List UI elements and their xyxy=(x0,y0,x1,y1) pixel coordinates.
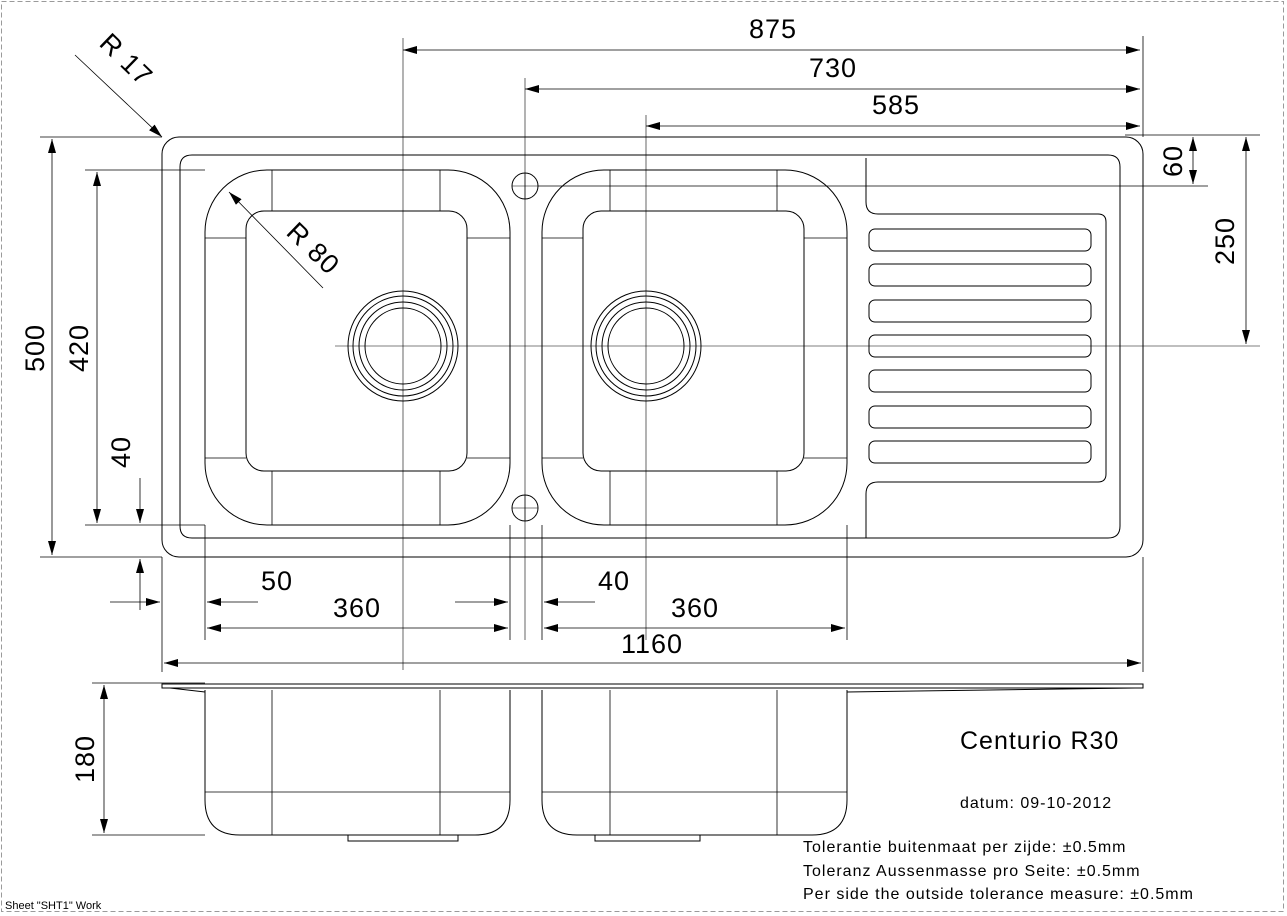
dim-360-right: 360 xyxy=(671,593,719,623)
dim-500: 500 xyxy=(20,324,50,372)
bowl-radius-label: R 80 xyxy=(281,217,346,281)
sink-side-view xyxy=(161,683,1144,842)
sink-outline xyxy=(161,136,1144,558)
dim-50: 50 xyxy=(261,566,293,596)
drainboard-edge xyxy=(865,158,1107,538)
sink-inner-rim xyxy=(179,154,1121,539)
tolerance-note-de: Toleranz Aussenmasse pro Seite: ±0.5mm xyxy=(803,863,1141,880)
right-bowl xyxy=(541,169,848,526)
dim-585: 585 xyxy=(872,90,920,120)
dim-40-bottom: 40 xyxy=(598,566,630,596)
tolerance-note-en: Per side the outside tolerance measure: … xyxy=(803,886,1194,903)
left-bowl xyxy=(204,169,511,526)
sink-top-view xyxy=(161,136,1144,558)
dim-180: 180 xyxy=(70,735,100,783)
tolerance-note-nl: Tolerantie buitenmaat per zijde: ±0.5mm xyxy=(803,839,1126,856)
dim-250: 250 xyxy=(1210,217,1240,265)
dimension-lines xyxy=(40,36,1260,836)
sheet-label: Sheet "SHT1" Work xyxy=(5,900,102,912)
dim-875: 875 xyxy=(749,14,797,44)
dim-730: 730 xyxy=(809,53,857,83)
center-lines xyxy=(335,38,1260,670)
dim-360-left: 360 xyxy=(333,593,381,623)
dim-60: 60 xyxy=(1158,145,1188,177)
product-title: Centurio R30 xyxy=(960,727,1119,755)
dim-1160: 1160 xyxy=(621,629,683,659)
dim-420: 420 xyxy=(64,324,94,372)
date-label: datum: 09-10-2012 xyxy=(960,795,1112,812)
dim-40-left: 40 xyxy=(106,436,136,468)
